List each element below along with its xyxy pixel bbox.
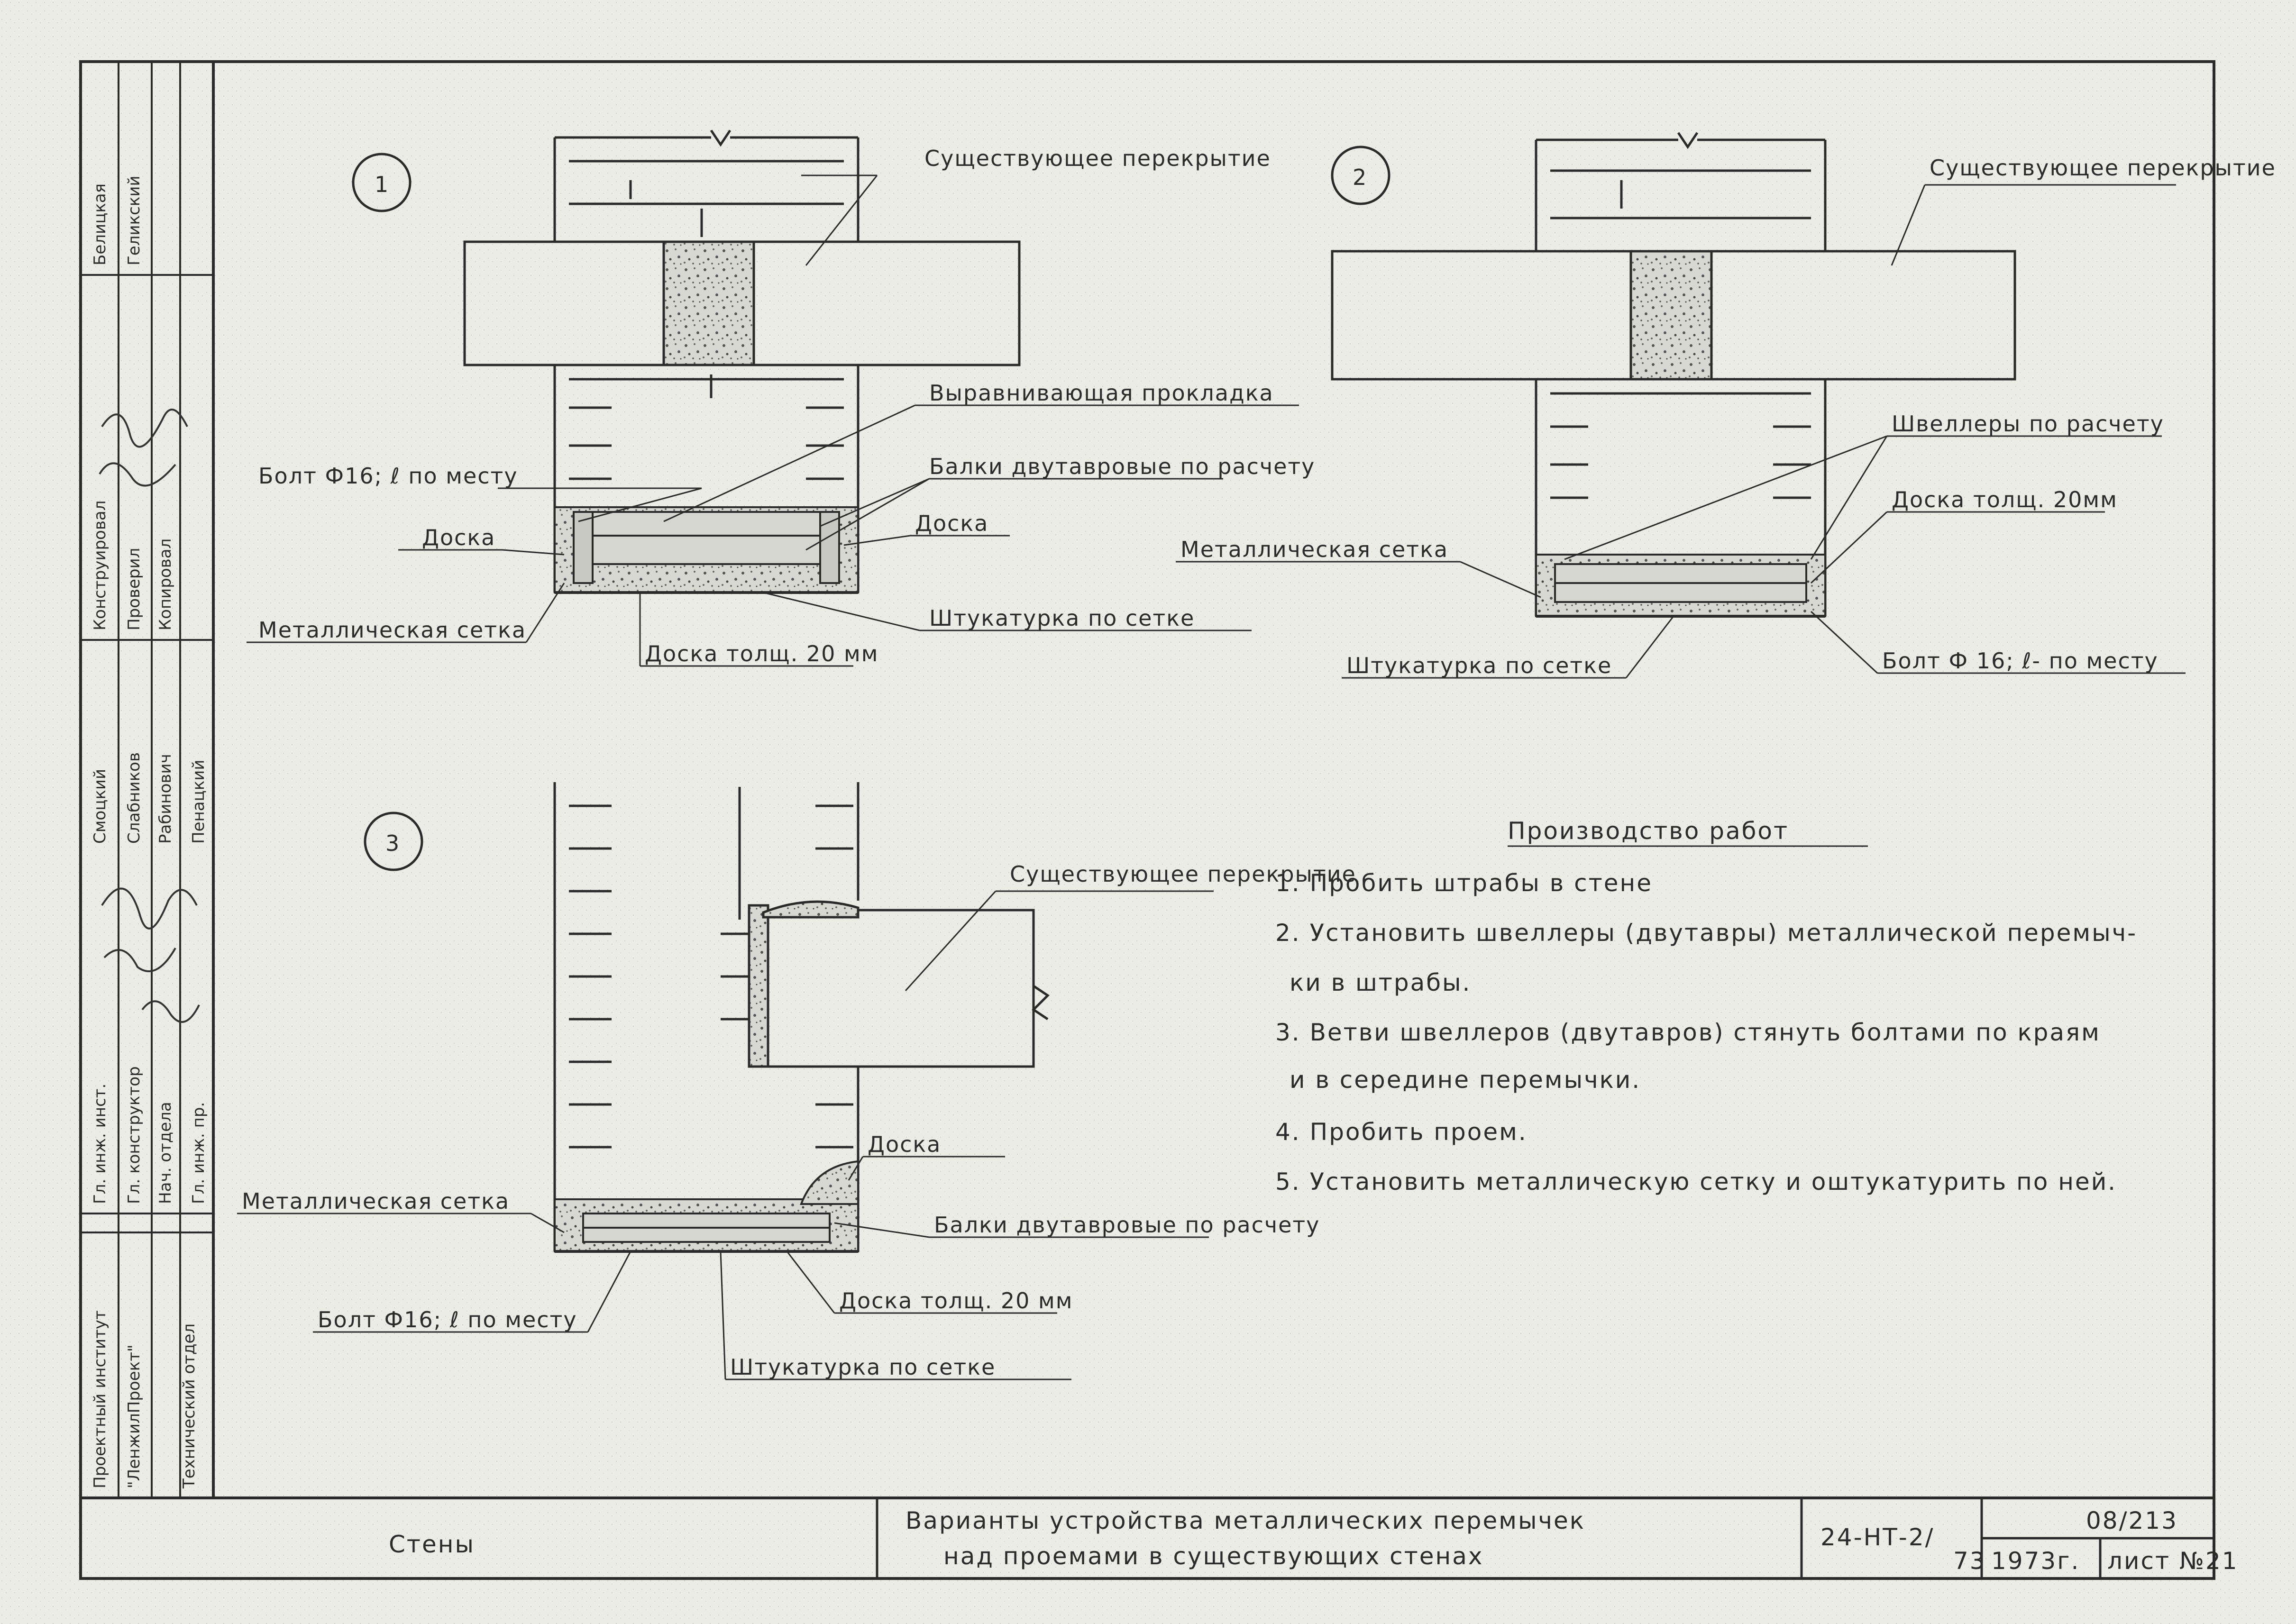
diagram-3: 3 [237, 782, 1356, 1380]
stamp-role-2: Проверил [125, 548, 144, 630]
note-item-1: 1. Пробить штрабы в стене [1275, 869, 1653, 897]
title-block-section: Стены [389, 1531, 475, 1558]
stamp-name-5: Рабинович [156, 754, 175, 844]
title-block-code-suffix: 73 [1953, 1547, 1986, 1575]
diagram-1: 1 [247, 129, 1315, 667]
note-item-2: 2. Установить швеллеры (двутавры) металл… [1275, 919, 2137, 947]
title-block-sheet: лист №21 [2107, 1547, 2239, 1575]
title-block-title-line1: Варианты устройства металлических перемы… [906, 1507, 1585, 1534]
diagram-1-leaders [247, 174, 1299, 667]
note-item-5: и в середине перемычки. [1290, 1066, 1641, 1094]
stamp-department: Технический отдел [180, 1323, 199, 1489]
work-notes: Производство работ 1. Пробить штрабы в с… [1275, 817, 2137, 1195]
d1-existing-floor-label: Существующее перекрытие [924, 146, 1271, 171]
diagram-3-wall [553, 782, 860, 1251]
stamp-institute-1: Проектный институт [91, 1310, 110, 1488]
d3-existing-floor-label-line1: Существующее перекрытие [1010, 861, 1356, 887]
diagram-1-floor-slab [463, 240, 1021, 366]
diagram-1-number: 1 [375, 172, 389, 197]
diagram-3-lintel [554, 1160, 859, 1253]
signature-scribbles [99, 409, 200, 1023]
diagram-3-leaders [237, 890, 1214, 1380]
diagram-1-lintel [554, 506, 859, 594]
left-stamp-names: Белицкая Геликский Конструировал Провери… [91, 176, 208, 1489]
diagram-2-number-circle [1331, 146, 1390, 205]
stamp-name-1: Белицкая [91, 183, 110, 265]
stamp-role-6: Нач. отдела [156, 1102, 175, 1204]
diagram-2-floor-slab [1331, 250, 2016, 381]
stamp-role-7: Гл. инж. пр. [189, 1102, 208, 1204]
d1-bolt-label: Болт Ф16; ℓ по месту [258, 463, 518, 489]
note-item-6: 4. Пробить проем. [1275, 1118, 1528, 1146]
stamp-role-5: Гл. конструктор [125, 1066, 144, 1204]
sheet-frame [79, 60, 2215, 1580]
d2-channels-label: Швеллеры по расчету [1892, 411, 2164, 437]
stamp-name-6: Пенацкий [189, 760, 208, 844]
d2-plaster-label: Штукатурка по сетке [1346, 653, 1612, 678]
diagram-3-number: 3 [385, 830, 400, 856]
d1-plaster-label: Штукатурка по сетке [929, 605, 1195, 631]
stamp-institute-2: "ЛенжилПроект" [125, 1344, 144, 1488]
d1-beams-label: Балки двутавровые по расчету [929, 454, 1315, 479]
stamp-name-4: Слабников [125, 752, 144, 844]
d3-mesh-label: Металлическая сетка [242, 1188, 510, 1214]
title-block-number: 08/213 [2086, 1507, 2178, 1534]
d3-board-label: Доска [868, 1131, 941, 1157]
d1-board-right-label: Доска [915, 511, 988, 536]
d1-board-left-label: Доска [422, 525, 495, 550]
d1-mesh-label: Металлическая сетка [258, 617, 526, 643]
title-block-code: 24-НТ-2/ [1820, 1524, 1935, 1551]
diagram-2-upper-wall [1535, 132, 1827, 251]
d1-wood-lining-label: Выравнивающая прокладка [929, 380, 1274, 406]
note-item-4: 3. Ветви швеллеров (двутавров) стянуть б… [1275, 1019, 2101, 1046]
diagram-2: 2 [1176, 132, 2276, 679]
diagram-1-upper-wall [553, 129, 860, 242]
diagram-3-floor-slab [748, 900, 1050, 1068]
left-stamp-grid [81, 62, 213, 1498]
title-block-title-line2: над проемами в существующих стенах [943, 1542, 1483, 1570]
stamp-role-1: Конструировал [91, 501, 110, 630]
diagram-2-lintel [1535, 554, 1826, 618]
diagram-2-leaders [1176, 184, 2186, 679]
stamp-role-4: Гл. инж. инст. [91, 1084, 110, 1204]
title-block [876, 1498, 2214, 1578]
d1-board-thick-label: Доска толщ. 20 мм [645, 641, 878, 666]
d2-board-thick-label: Доска толщ. 20мм [1892, 487, 2118, 512]
notes-title: Производство работ [1508, 817, 1789, 845]
note-item-3: ки в штрабы. [1290, 969, 1471, 996]
note-item-7: 5. Установить металлическую сетку и ошту… [1275, 1168, 2117, 1195]
title-block-year: 1973г. [1991, 1547, 2080, 1575]
diagram-3-number-circle [364, 812, 423, 871]
d3-bolt-label: Болт Ф16; ℓ по месту [318, 1307, 577, 1332]
d3-plaster-label: Штукатурка по сетке [730, 1354, 996, 1380]
diagram-2-number: 2 [1353, 164, 1367, 190]
d3-board-thick-label: Доска толщ. 20 мм [839, 1288, 1073, 1314]
d2-mesh-label: Металлическая сетка [1180, 537, 1448, 562]
stamp-name-2: Геликский [125, 176, 144, 265]
stamp-name-3: Смоцкий [91, 769, 110, 844]
d2-bolt-label: Болт Ф 16; ℓ- по месту [1882, 648, 2159, 674]
d3-beams-label: Балки двутавровые по расчету [934, 1212, 1320, 1238]
d2-existing-floor-label: Существующее перекрытие [1930, 155, 2276, 181]
diagram-1-lower-wall [553, 365, 860, 593]
stamp-role-3: Копировал [156, 538, 175, 630]
diagram-1-number-circle [352, 153, 412, 212]
